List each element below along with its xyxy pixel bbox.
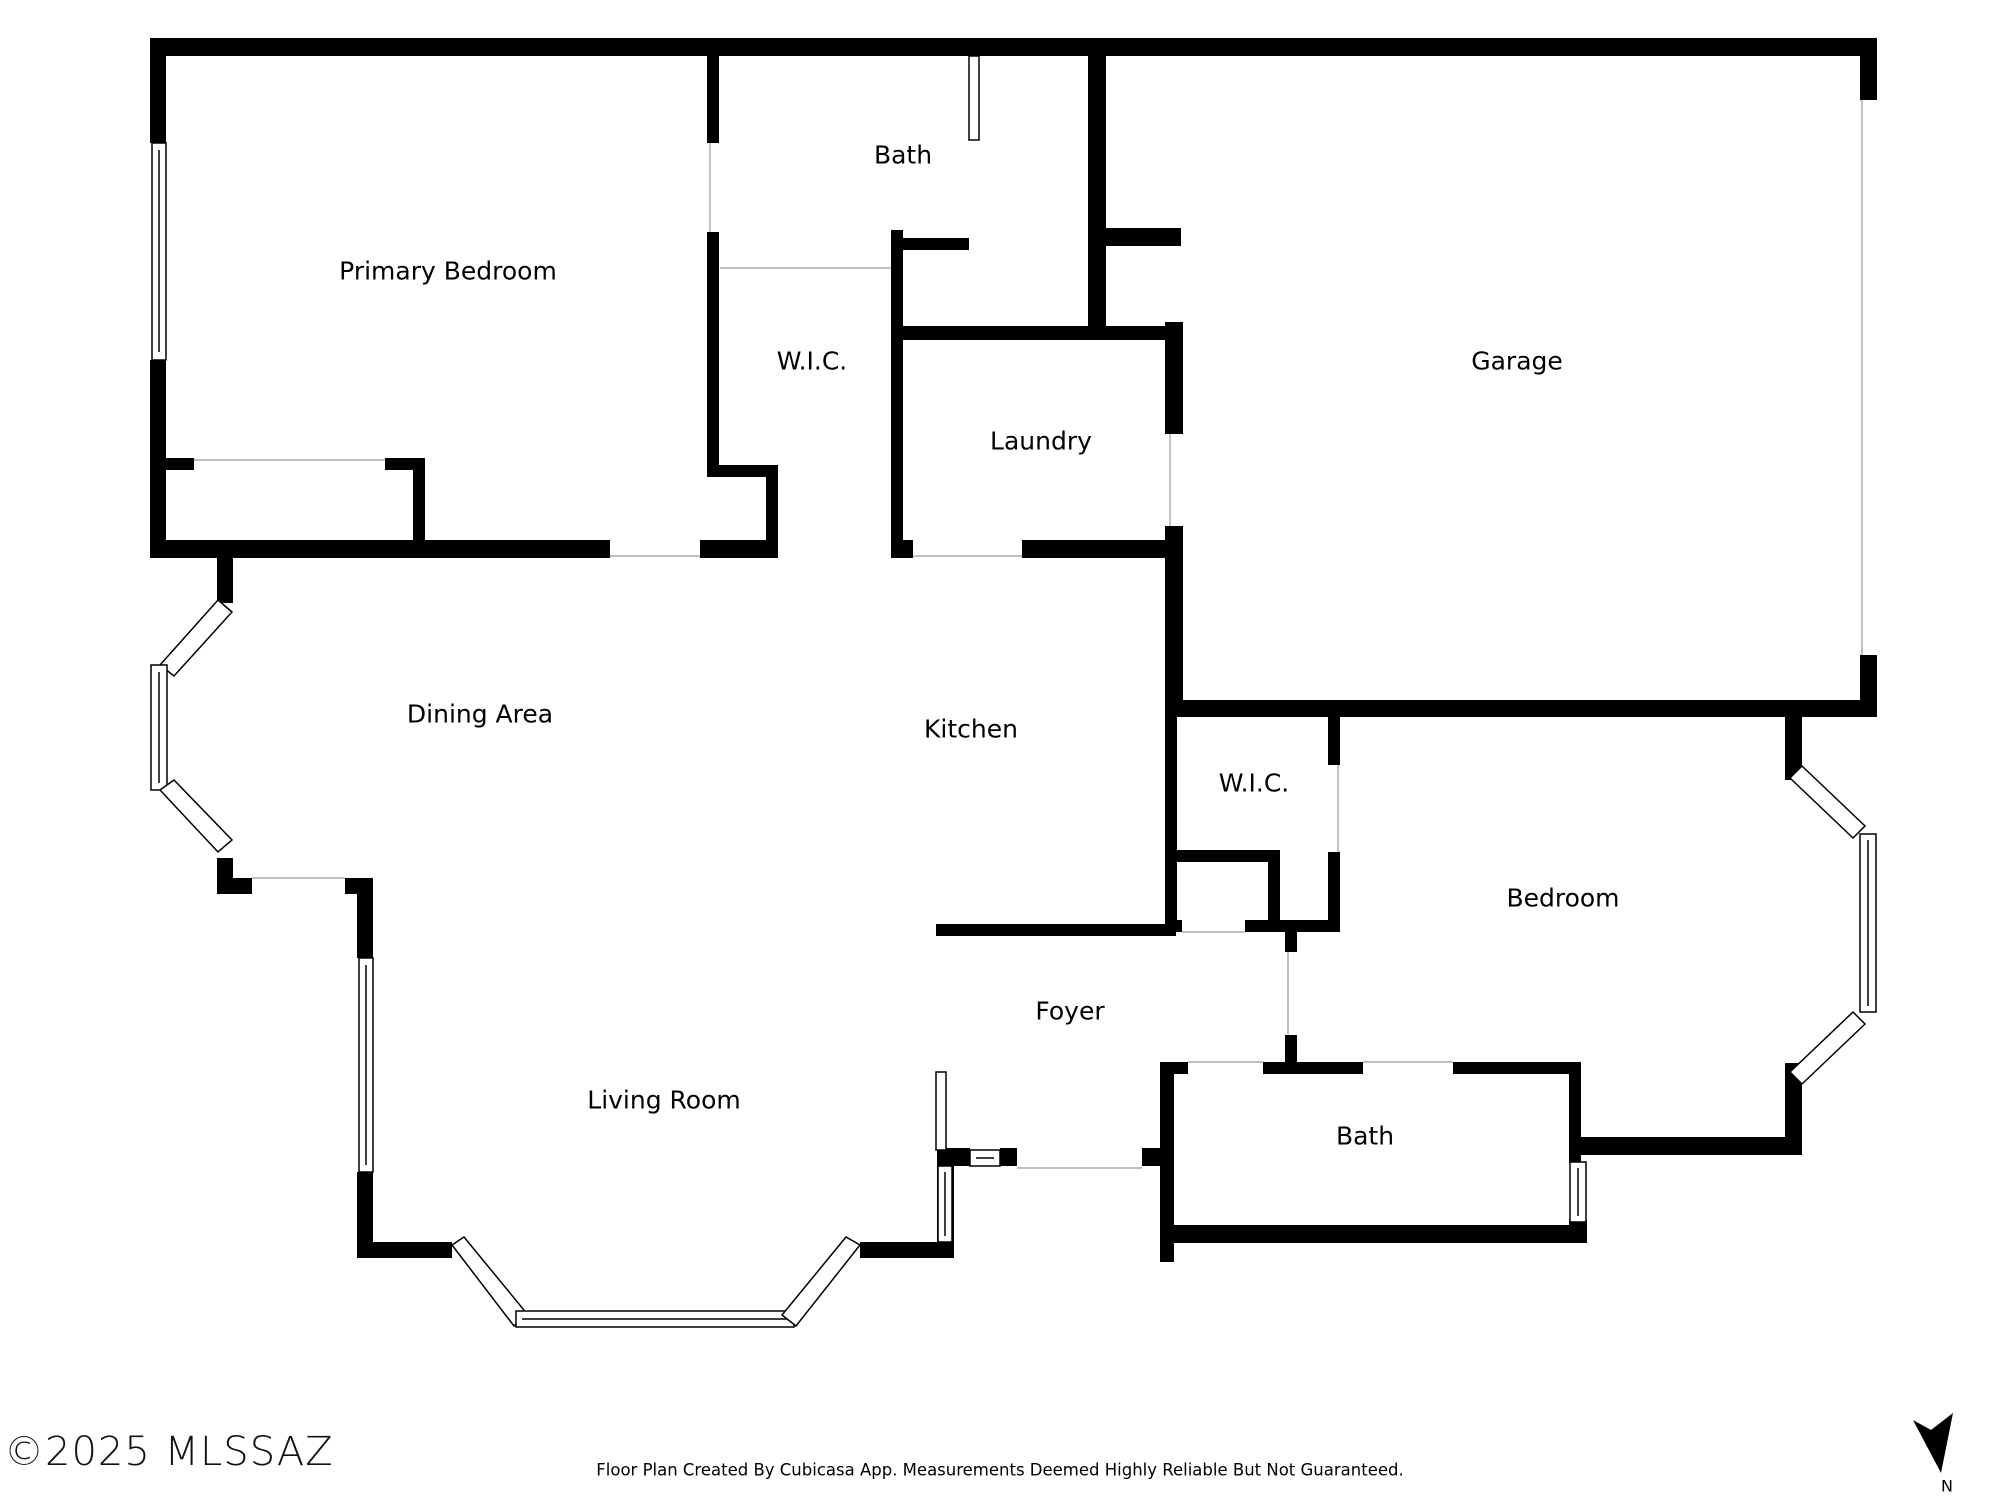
room-label-living-room: Living Room xyxy=(587,1085,741,1115)
openings xyxy=(194,100,1863,1169)
room-label-bedroom: Bedroom xyxy=(1506,883,1620,913)
room-label-kitchen: Kitchen xyxy=(924,714,1018,744)
north-arrow-icon xyxy=(1913,1413,1953,1473)
room-label-garage: Garage xyxy=(1471,346,1563,376)
room-label-primary-bath: Bath xyxy=(873,140,933,170)
windows xyxy=(150,55,1877,1328)
room-label-foyer: Foyer xyxy=(1035,996,1105,1026)
compass-north-label: N xyxy=(1941,1476,1953,1496)
room-label-primary-wic: W.I.C. xyxy=(776,346,848,376)
room-label-laundry: Laundry xyxy=(990,426,1092,456)
floor-plan-disclaimer: Floor Plan Created By Cubicasa App. Meas… xyxy=(596,1460,1404,1480)
room-label-primary-bedroom: Primary Bedroom xyxy=(339,256,557,286)
copyright-watermark: ©2025 MLSSAZ xyxy=(4,1429,334,1475)
walls xyxy=(150,38,1877,1262)
room-label-dining-area: Dining Area xyxy=(406,699,554,729)
room-label-wic-2: W.I.C. xyxy=(1218,768,1290,798)
room-label-bath-2: Bath xyxy=(1335,1121,1395,1151)
